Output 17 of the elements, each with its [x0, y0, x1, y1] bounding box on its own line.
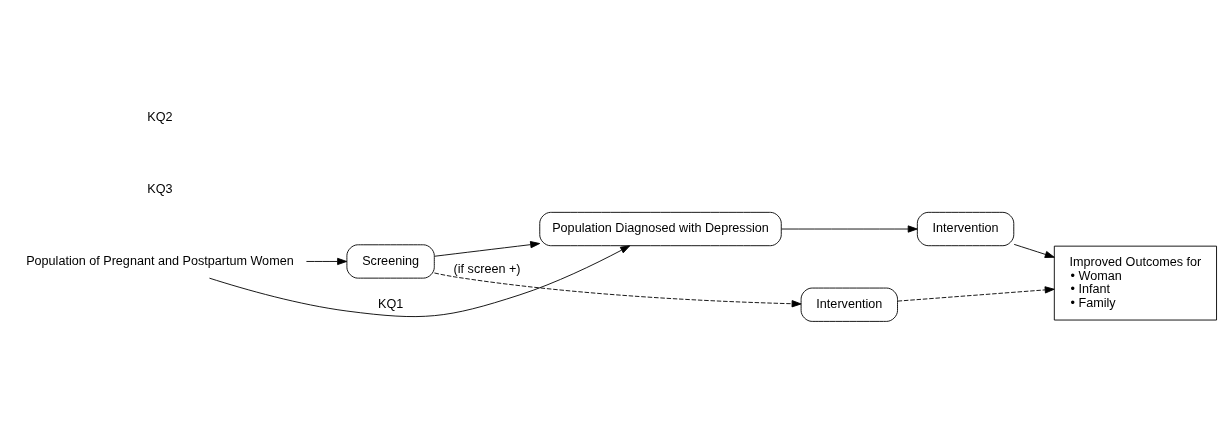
arrow	[781, 224, 918, 233]
arrow	[434, 240, 541, 257]
arrow	[305, 257, 348, 265]
arrow	[434, 272, 802, 307]
edge-label: (if screen +)	[453, 261, 521, 276]
node-box: Intervention	[800, 287, 898, 322]
node-box: Population Diagnosed with Depression	[539, 211, 782, 246]
edge-label: KQ1	[377, 296, 404, 311]
arrow	[1013, 243, 1055, 258]
label: KQ3	[147, 181, 173, 196]
node-box: Screening	[346, 243, 435, 279]
arrow	[897, 285, 1055, 302]
arrow	[209, 244, 631, 317]
label: KQ2	[147, 109, 173, 124]
node-text: Population of Pregnant and Postpartum Women	[26, 253, 294, 268]
node-box: Intervention	[916, 211, 1015, 246]
node-box: Improved Outcomes for • Woman • Infant • Family	[1053, 245, 1217, 320]
